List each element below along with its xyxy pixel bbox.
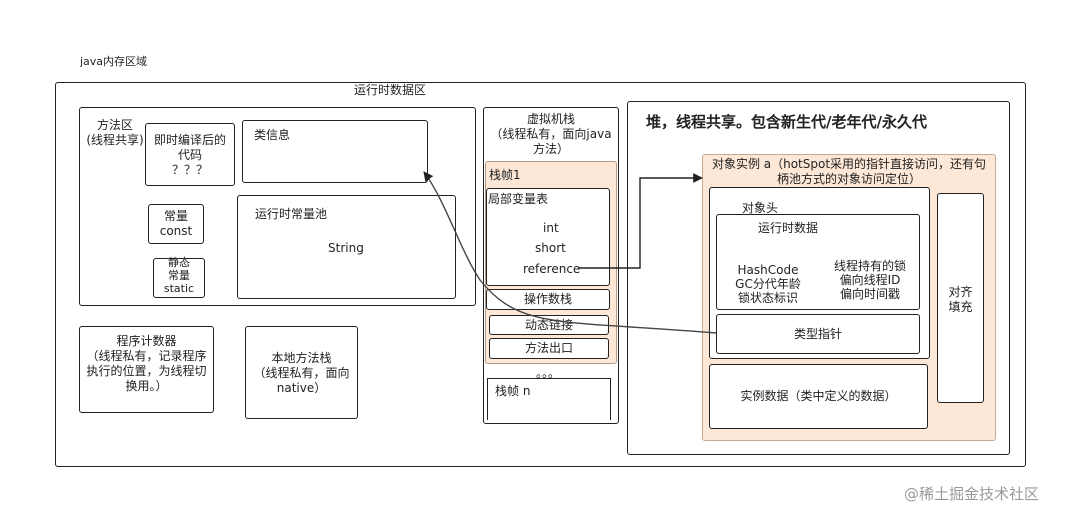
native-stack-label: 本地方法栈 （线程私有，面向native） (253, 351, 350, 395)
type-pointer-to-class-info-arrow (423, 171, 717, 334)
local-vars-label: 局部变量表 (488, 192, 549, 206)
jit-code-label: 即时编译后的 代码 ？？？ (153, 133, 226, 177)
runtime-constant-pool (237, 195, 456, 299)
const-box (148, 204, 204, 244)
static-box (153, 258, 205, 298)
instance-data-label: 实例数据（类中定义的数据） (740, 389, 897, 403)
ellipsis-label: 。。。 (535, 366, 560, 380)
string-label: String (328, 241, 364, 255)
jit-code-box (145, 123, 235, 186)
padding-label: 对齐 填充 (948, 285, 973, 314)
method-area-label: 方法区 (线程共享) (86, 118, 144, 147)
frame1-label: 栈帧1 (489, 168, 521, 182)
lock-label: 线程持有的锁 偏向线程ID 偏向时间戳 (833, 259, 906, 301)
program-counter (79, 326, 214, 413)
reference-to-object-arrow (578, 173, 703, 269)
stack-frame-n (487, 378, 611, 420)
operand-stack (486, 289, 610, 310)
watermark: @稀土掘金技术社区 (904, 485, 1040, 503)
method-exit-label: 方法出口 (524, 341, 573, 355)
operand-stack-label: 操作数栈 (523, 292, 572, 306)
reference-label: reference (523, 262, 581, 276)
int-label: int (543, 221, 559, 235)
local-variable-table (486, 188, 610, 286)
type-pointer-box (716, 314, 920, 354)
type-pointer-label: 类型指针 (793, 327, 842, 341)
native-method-stack (245, 326, 358, 419)
diagram-title: java内存区域 (80, 55, 148, 68)
object-instance-label: 对象实例 a（hotSpot采用的指针直接访问，还有句柄池方式的对象访问定位） (711, 157, 987, 186)
method-exit (489, 338, 609, 359)
runtime-data-label: 运行时数据 (758, 221, 819, 235)
instance-data-box (709, 364, 928, 429)
program-counter-label: 程序计数器 （线程私有，记录程序执行的位置，为线程切换用。） (86, 334, 207, 393)
hash-label: HashCode GC分代年龄 锁状态标识 (735, 263, 801, 305)
object-header-label: 对象头 (742, 201, 779, 215)
runtime-pool-label: 运行时常量池 (255, 207, 328, 221)
short-label: short (535, 241, 566, 255)
vm-stack-label: 虚拟机栈 （线程私有，面向java方法） (490, 112, 612, 156)
static-label: 静态 常量 static (163, 256, 195, 295)
frame-n-label: 栈帧 n (495, 384, 531, 398)
runtime-area-label: 运行时数据区 (353, 83, 426, 97)
padding-box (937, 193, 984, 403)
class-info-label: 类信息 (254, 128, 291, 142)
class-info-box (242, 120, 428, 183)
heap-label: 堆，线程共享。包含新生代/老年代/永久代 (646, 113, 927, 131)
const-label: 常量 const (159, 209, 193, 238)
runtime-data-box (716, 214, 920, 310)
